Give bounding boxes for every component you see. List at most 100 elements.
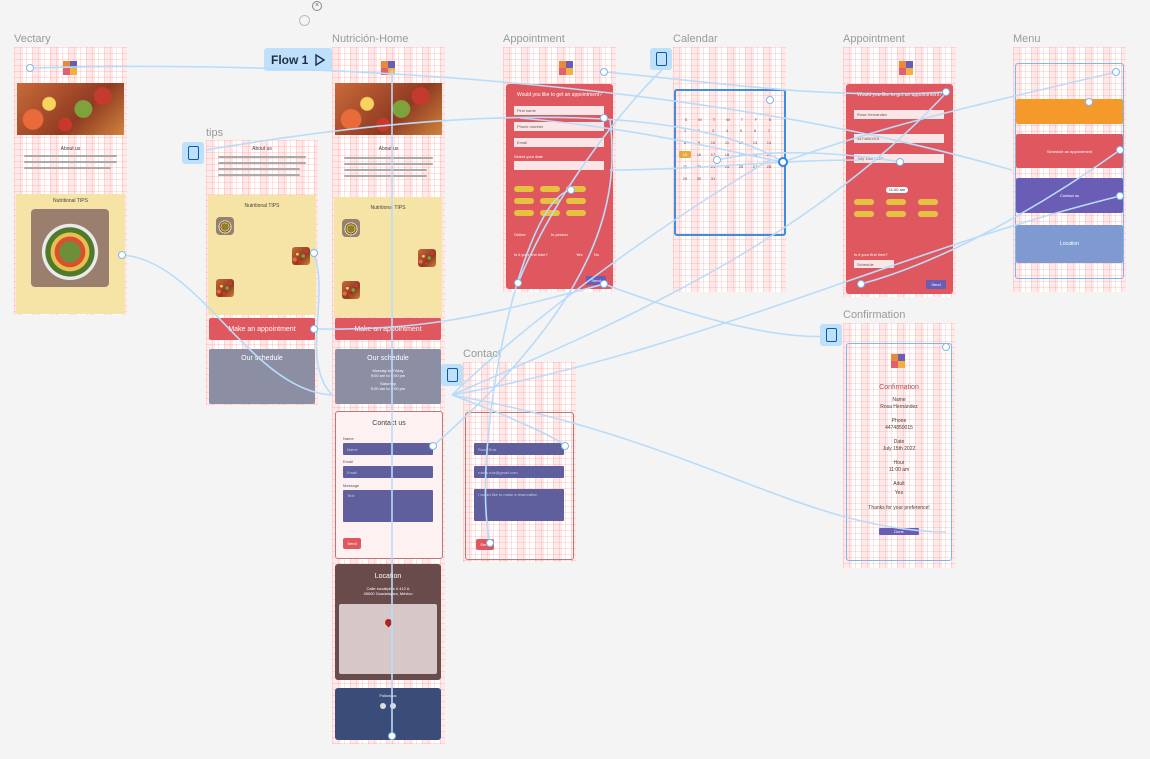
frame-vectary[interactable]: About us Nutritional TIPS [14,47,127,315]
adult-label: Adult [893,481,905,487]
connection-handle[interactable] [942,343,950,351]
connection-handle[interactable] [514,279,522,287]
in-person-option[interactable]: In person [551,232,568,237]
connection-handle[interactable] [429,442,437,450]
email-input[interactable]: Email [343,466,433,478]
target-icon[interactable] [299,15,310,26]
no-option[interactable]: No [594,252,600,257]
time-chip[interactable] [886,211,906,217]
about-heading: About us [60,146,81,152]
contact-section: Contact us Name Name Email Email Message… [335,411,443,559]
time-chip[interactable] [566,198,586,204]
connection-handle[interactable] [600,280,608,288]
time-chip[interactable] [540,186,560,192]
connection-handle-active[interactable] [778,157,788,167]
frame-appointment-1[interactable]: Would you like to get an appointment? Fi… [503,47,616,292]
connection-handle[interactable] [388,732,396,740]
time-chip[interactable] [854,199,874,205]
frame-home[interactable]: About us Nutritional TIPS Make an appoin… [332,47,445,744]
first-name-input[interactable]: First name [514,106,604,115]
time-chip[interactable] [514,186,534,192]
email-input[interactable]: Email [514,138,604,147]
connection-handle[interactable] [942,88,950,96]
instagram-icon[interactable] [390,703,396,709]
yes-option[interactable]: Yes [576,252,583,257]
name-input[interactable]: Rosa Ruiz [474,443,564,455]
selected-time-chip[interactable]: 11:00 am [886,187,908,193]
connection-handle[interactable] [310,325,318,333]
first-name-input[interactable]: Rosa Hernández [854,110,944,119]
message-input[interactable]: I would like to make a reservation [474,489,564,521]
send-button[interactable]: Send [343,538,361,549]
time-chip[interactable] [918,211,938,217]
frame-contact[interactable]: Rosa Ruiz rosita.ruiz@gmail.com I would … [463,362,576,562]
connection-handle[interactable] [766,96,774,104]
about-text [344,169,427,171]
connection-handle[interactable] [26,64,34,72]
time-chip[interactable] [514,210,534,216]
frame-label-contact[interactable]: Contact [463,348,501,360]
connection-handle[interactable] [561,442,569,450]
connection-handle[interactable] [713,156,721,164]
date-input[interactable] [514,161,604,170]
frame-tips[interactable]: About us Nutritional TIPS Make an appoin… [206,140,318,405]
device-connector-icon[interactable] [650,48,672,70]
frame-label-home[interactable]: Nutrición-Home [332,33,409,45]
make-appointment-button[interactable]: Make an appointment [209,318,315,340]
about-text [24,167,111,169]
connection-handle[interactable] [896,158,904,166]
email-input[interactable]: rosita.ruiz@gmail.com [474,466,564,478]
frame-label-menu[interactable]: Menu [1013,33,1041,45]
close-icon[interactable]: × [312,1,322,11]
frame-menu[interactable]: Schedule an appointment Contact us Locat… [1013,47,1126,292]
frame-label-tips[interactable]: tips [206,127,224,139]
facebook-icon[interactable] [380,703,386,709]
map-image[interactable] [339,604,437,674]
frame-label-confirmation[interactable]: Confirmation [843,309,906,321]
connection-handle[interactable] [567,186,575,194]
frame-label-calendar[interactable]: Calendar [673,33,718,45]
calendar-selection[interactable] [674,89,786,236]
connection-handle[interactable] [600,114,608,122]
footer-section: Follow us [335,688,441,740]
menu-item-contact[interactable]: Contact us [1016,178,1123,213]
phone-input[interactable]: Phone number [514,122,604,131]
done-button[interactable]: Done [879,528,919,535]
connection-handle[interactable] [118,251,126,259]
device-connector-icon[interactable] [441,364,463,386]
flow-start-tag[interactable]: Flow 1 [264,48,332,71]
time-chip[interactable] [514,198,534,204]
online-option[interactable]: Online [514,232,526,237]
phone-input[interactable]: 4474850015 [854,134,944,143]
time-chip[interactable] [566,210,586,216]
frame-confirmation[interactable]: Confirmation Name Rosa Hernández Phone 4… [843,323,955,568]
message-input[interactable]: Text [343,490,433,522]
frame-label-appointment-1[interactable]: Appointment [503,33,565,45]
frame-appointment-2[interactable]: Would you like to get an appointment? Ro… [843,47,956,297]
about-text [218,168,300,170]
menu-item-orange[interactable] [1016,99,1123,124]
connection-handle[interactable] [1116,192,1124,200]
send-button[interactable]: Send [926,280,946,289]
frame-label-vectary[interactable]: Vectary [14,33,51,45]
make-appointment-button[interactable]: Make an appointment [335,318,441,340]
menu-item-schedule[interactable]: Schedule an appointment [1016,134,1123,168]
time-chip[interactable] [540,198,560,204]
device-connector-icon[interactable] [820,324,842,346]
name-input[interactable]: Name [343,443,433,455]
connection-handle[interactable] [1116,146,1124,154]
time-chip[interactable] [854,211,874,217]
time-chip[interactable] [918,199,938,205]
frame-label-appointment-2[interactable]: Appointment [843,33,905,45]
time-chip[interactable] [540,210,560,216]
menu-item-location[interactable]: Location [1016,225,1123,263]
connection-handle[interactable] [857,280,865,288]
connection-handle[interactable] [600,68,608,76]
connection-handle[interactable] [1085,98,1093,106]
device-connector-icon[interactable] [182,142,204,164]
connection-handle[interactable] [486,539,494,547]
connection-handle[interactable] [310,249,318,257]
send-button[interactable]: Send [476,539,494,550]
time-chip[interactable] [886,199,906,205]
connection-handle[interactable] [1112,68,1120,76]
